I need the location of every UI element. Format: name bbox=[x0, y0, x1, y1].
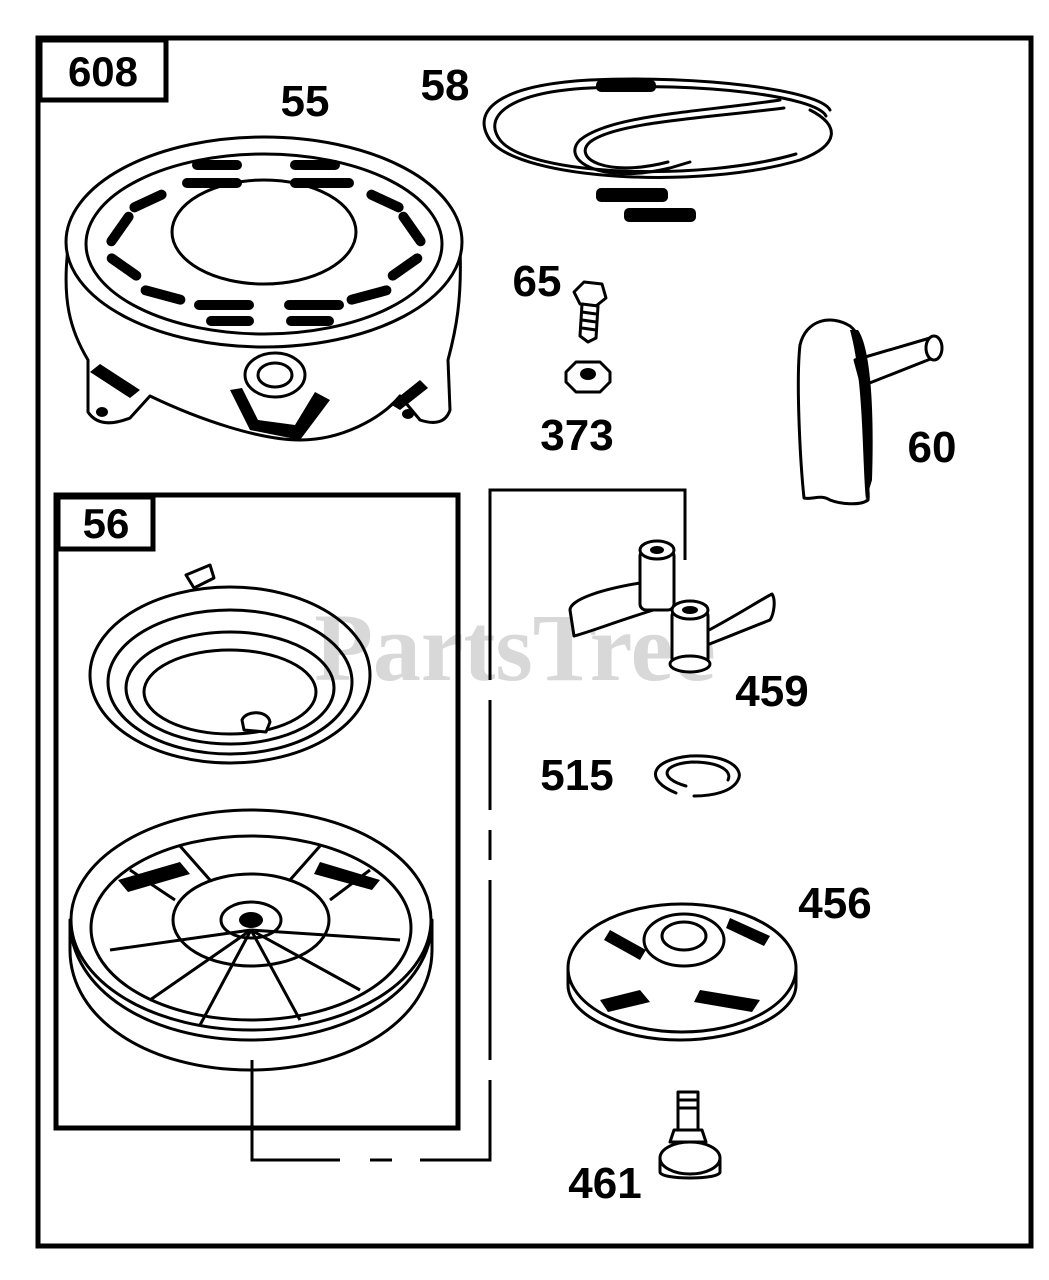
part-456-ratchet[interactable] bbox=[566, 902, 798, 1042]
assembly-608-label-box bbox=[37, 37, 169, 103]
part-56-rewind-spring[interactable] bbox=[88, 563, 372, 765]
part-60-starter-handle[interactable] bbox=[796, 318, 944, 506]
assembly-608-border bbox=[35, 35, 1034, 1249]
assembly-608-label: 608 bbox=[68, 48, 138, 95]
assembly-56-label-box bbox=[55, 494, 156, 552]
assembly-56-border bbox=[53, 492, 461, 1131]
callout-461: 461 bbox=[568, 1159, 641, 1208]
part-373-nut[interactable] bbox=[564, 360, 612, 394]
part-55-starter-housing[interactable] bbox=[64, 135, 464, 442]
callout-55: 55 bbox=[281, 77, 330, 126]
part-459-pawl-set[interactable] bbox=[568, 539, 776, 674]
callout-456: 456 bbox=[798, 879, 871, 928]
part-65-screw[interactable] bbox=[572, 280, 608, 344]
callout-373: 373 bbox=[540, 411, 613, 460]
part-515-retainer-ring[interactable] bbox=[654, 754, 741, 798]
part-58-starter-rope[interactable] bbox=[482, 77, 833, 222]
callout-60: 60 bbox=[908, 423, 957, 472]
assembly-56-label: 56 bbox=[83, 500, 130, 547]
callout-58: 58 bbox=[421, 61, 470, 110]
callout-515: 515 bbox=[540, 751, 613, 800]
callout-65: 65 bbox=[513, 257, 562, 306]
assembly-leader-lines bbox=[250, 488, 687, 1162]
part-56-pulley[interactable] bbox=[68, 808, 434, 1072]
callout-459: 459 bbox=[735, 667, 808, 716]
part-461-shoulder-screw[interactable] bbox=[658, 1090, 722, 1180]
